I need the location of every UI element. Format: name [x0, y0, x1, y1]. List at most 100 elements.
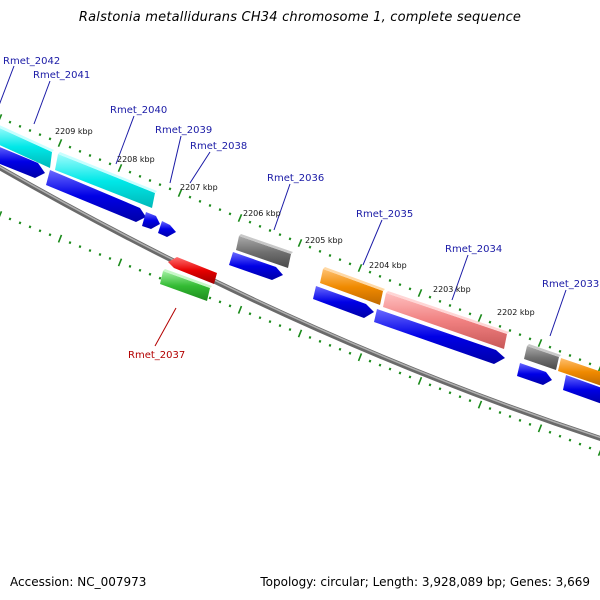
inner-tick-mark — [488, 407, 492, 411]
outer-tick-mark — [357, 263, 363, 273]
inner-tick-mark — [318, 339, 322, 343]
outer-tick-mark — [117, 164, 123, 172]
outer-tick-mark — [458, 308, 462, 312]
map-title: Ralstonia metallidurans CH34 chromosome … — [78, 10, 522, 25]
inner-tick-mark — [588, 446, 592, 450]
outer-tick-mark — [378, 274, 382, 278]
gene-rmet-2034-feature[interactable] — [383, 291, 509, 349]
outer-tick-mark — [98, 158, 102, 162]
outer-tick-mark — [508, 329, 512, 332]
inner-tick-mark — [138, 268, 142, 272]
outer-tick-mark — [188, 195, 192, 199]
outer-tick-mark — [398, 283, 402, 287]
inner-tick-mark — [88, 249, 92, 253]
inner-tick-mark — [357, 353, 363, 362]
gene-label-rmet-2039[interactable]: Rmet_2039 — [155, 125, 212, 136]
outer-tick-mark — [308, 245, 312, 249]
outer-tick-mark — [8, 120, 12, 124]
gene-rmet-2033-feature[interactable] — [524, 344, 600, 386]
gene-label-rmet-2041[interactable]: Rmet_2041 — [33, 70, 90, 81]
gene-rmet-2036-feature[interactable] — [236, 234, 293, 268]
outer-tick-mark — [168, 187, 172, 191]
inner-tick-mark — [597, 449, 600, 457]
gene-rmet-2040-feature[interactable] — [0, 145, 45, 178]
inner-tick-mark — [568, 438, 572, 442]
inner-tick-ring — [0, 210, 600, 457]
gene-rmet-2038-feature[interactable] — [158, 221, 176, 237]
gene-label-rmet-2040[interactable]: Rmet_2040 — [110, 105, 167, 116]
inner-tick-mark — [218, 300, 222, 304]
inner-tick-mark — [57, 234, 63, 243]
outer-tick-mark — [198, 199, 202, 203]
inner-tick-mark — [528, 422, 532, 426]
gene-label-rmet-2035[interactable]: Rmet_2035 — [356, 209, 413, 220]
outer-tick-mark — [578, 358, 582, 362]
outer-tick-mark — [448, 304, 452, 307]
outer-tick-mark — [68, 145, 72, 149]
outer-tick-mark — [518, 333, 522, 337]
inner-tick-mark — [398, 371, 402, 375]
genome-summary-text: Topology: circular; Length: 3,928,089 bp… — [260, 575, 590, 589]
inner-tick-mark — [8, 217, 12, 221]
gene-rmet-2035-feature[interactable] — [320, 267, 385, 305]
outer-tick-mark — [177, 189, 183, 197]
gene-rmet-2036-cds[interactable] — [229, 252, 283, 280]
outer-tick-mark — [208, 204, 212, 207]
kbp-label-2209: 2209 kbp — [55, 127, 93, 136]
outer-tick-mark — [28, 129, 32, 132]
inner-tick-mark — [158, 276, 162, 280]
outer-tick-mark — [18, 124, 22, 128]
leader-lines — [0, 65, 567, 347]
gene-rmet-2041-feature[interactable] — [55, 152, 157, 208]
kbp-label-2207: 2207 kbp — [180, 183, 218, 192]
inner-tick-mark — [268, 320, 272, 324]
outer-tick-mark — [258, 224, 262, 228]
inner-tick-mark — [128, 264, 132, 268]
outer-tick-mark — [268, 229, 272, 232]
inner-tick-mark — [308, 335, 312, 339]
inner-tick-mark — [468, 399, 472, 403]
outer-tick-mark — [158, 183, 162, 187]
accession-text: Accession: NC_007973 — [10, 575, 147, 589]
gene-label-rmet-2042[interactable]: Rmet_2042 — [3, 56, 60, 67]
inner-tick-mark — [388, 367, 392, 371]
inner-tick-mark — [558, 434, 562, 438]
inner-tick-mark — [438, 387, 442, 391]
kbp-label-2205: 2205 kbp — [305, 236, 343, 245]
gene-label-rmet-2036[interactable]: Rmet_2036 — [267, 173, 324, 184]
inner-tick-mark — [578, 442, 582, 446]
outer-tick-mark — [237, 214, 243, 222]
outer-tick-mark — [528, 337, 532, 341]
outer-tick-mark — [328, 254, 332, 257]
outer-tick-mark — [428, 295, 432, 299]
gene-rmet-2042-feature[interactable] — [0, 124, 54, 168]
inner-tick-mark — [297, 329, 303, 338]
inner-tick-mark — [548, 430, 552, 434]
gene-label-rmet-2037[interactable]: Rmet_2037 — [128, 350, 185, 361]
outer-tick-mark — [568, 354, 572, 357]
outer-tick-mark — [468, 312, 472, 316]
outer-tick-mark — [338, 258, 342, 262]
outer-tick-mark — [488, 320, 492, 324]
gene-rmet-2033-cds[interactable] — [517, 363, 600, 404]
gene-label-rmet-2033[interactable]: Rmet_2033 — [542, 279, 599, 290]
gene-rmet-2040b-feature[interactable] — [46, 170, 146, 222]
gene-label-rmet-2034[interactable]: Rmet_2034 — [445, 244, 502, 255]
gene-rmet-2035-cds[interactable] — [313, 286, 374, 318]
gene-rmet-2037-feature[interactable] — [168, 257, 217, 284]
outer-tick-mark — [138, 174, 142, 178]
outer-tick-mark — [88, 154, 92, 157]
inner-tick-mark — [28, 225, 32, 229]
gene-label-rmet-2038[interactable]: Rmet_2038 — [190, 141, 247, 152]
gene-rmet-2039-feature[interactable] — [142, 212, 160, 229]
outer-tick-mark — [537, 338, 543, 348]
inner-tick-mark — [477, 400, 483, 409]
outer-tick-mark — [148, 179, 152, 182]
inner-tick-mark — [537, 424, 543, 433]
inner-tick-mark — [248, 312, 252, 316]
gene-rmet-2037-rna[interactable] — [160, 269, 212, 301]
gene-rmet-2034-cds[interactable] — [374, 309, 505, 364]
inner-tick-mark — [288, 328, 292, 332]
inner-tick-mark — [208, 296, 212, 300]
inner-tick-mark — [0, 210, 3, 218]
